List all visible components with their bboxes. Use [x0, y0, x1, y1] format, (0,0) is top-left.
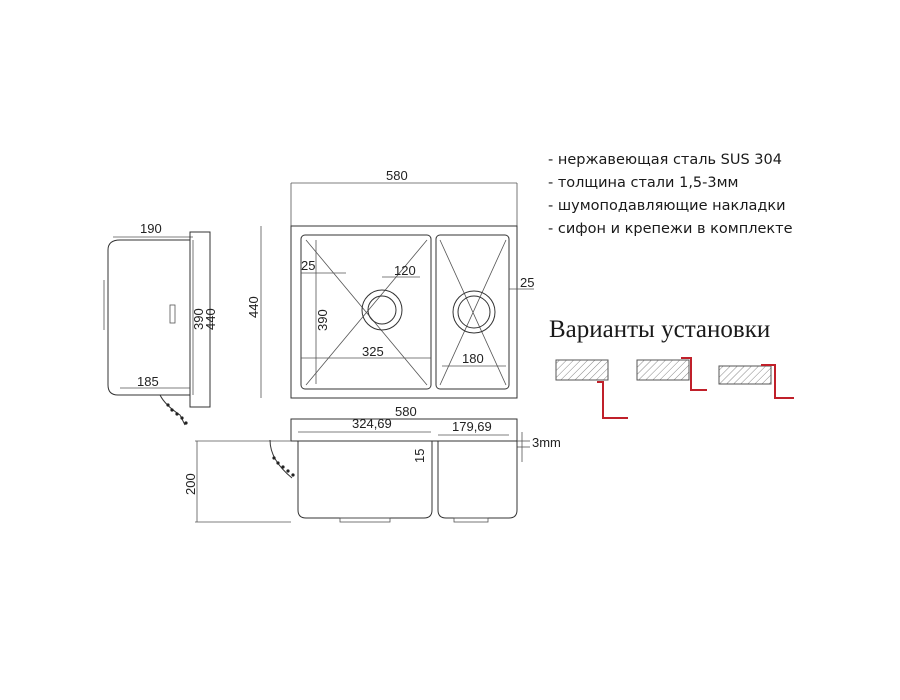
dim-side-390: 390	[191, 308, 206, 330]
variant-undermount	[555, 359, 628, 419]
dim-front-width: 580	[395, 404, 417, 419]
dim-rim: 15	[412, 449, 427, 463]
spec-list: - нержавеющая сталь SUS 304 - толщина ст…	[548, 149, 793, 241]
dim-top-width: 580	[386, 168, 408, 183]
spec-item: - сифон и крепежи в комплекте	[548, 221, 793, 237]
dim-drain: 120	[394, 263, 416, 278]
dim-left-bowl-width: 325	[362, 344, 384, 359]
dim-side-depth: 190	[140, 221, 162, 236]
dim-edge-right: 25	[520, 275, 534, 290]
spec-item: - нержавеющая сталь SUS 304	[548, 152, 782, 168]
dim-edge-left: 25	[301, 258, 315, 273]
variant-overmount	[718, 364, 794, 399]
variant-flush	[636, 357, 707, 391]
installation-variants	[555, 357, 794, 419]
spec-item: - толщина стали 1,5-3мм	[548, 175, 739, 191]
spec-item: - шумоподавляющие накладки	[548, 198, 786, 214]
dim-thickness: 3mm	[532, 435, 561, 450]
side-view: 190 390 440 185	[103, 221, 218, 426]
dim-left-bowl-depth: 390	[315, 309, 330, 331]
front-view: 580 324,69 179,69 3mm 15 200	[183, 404, 561, 523]
dim-front-left: 324,69	[352, 416, 392, 431]
top-view: 580 440 25 120 390 325 25 180	[246, 168, 534, 399]
dim-side-bottom: 185	[137, 374, 159, 389]
dim-overall-depth: 440	[246, 296, 261, 318]
variants-title: Варианты установки	[549, 316, 771, 343]
dim-height: 200	[183, 473, 198, 495]
dim-front-right: 179,69	[452, 419, 492, 434]
dim-side-440: 440	[203, 308, 218, 330]
dim-right-bowl-width: 180	[462, 351, 484, 366]
